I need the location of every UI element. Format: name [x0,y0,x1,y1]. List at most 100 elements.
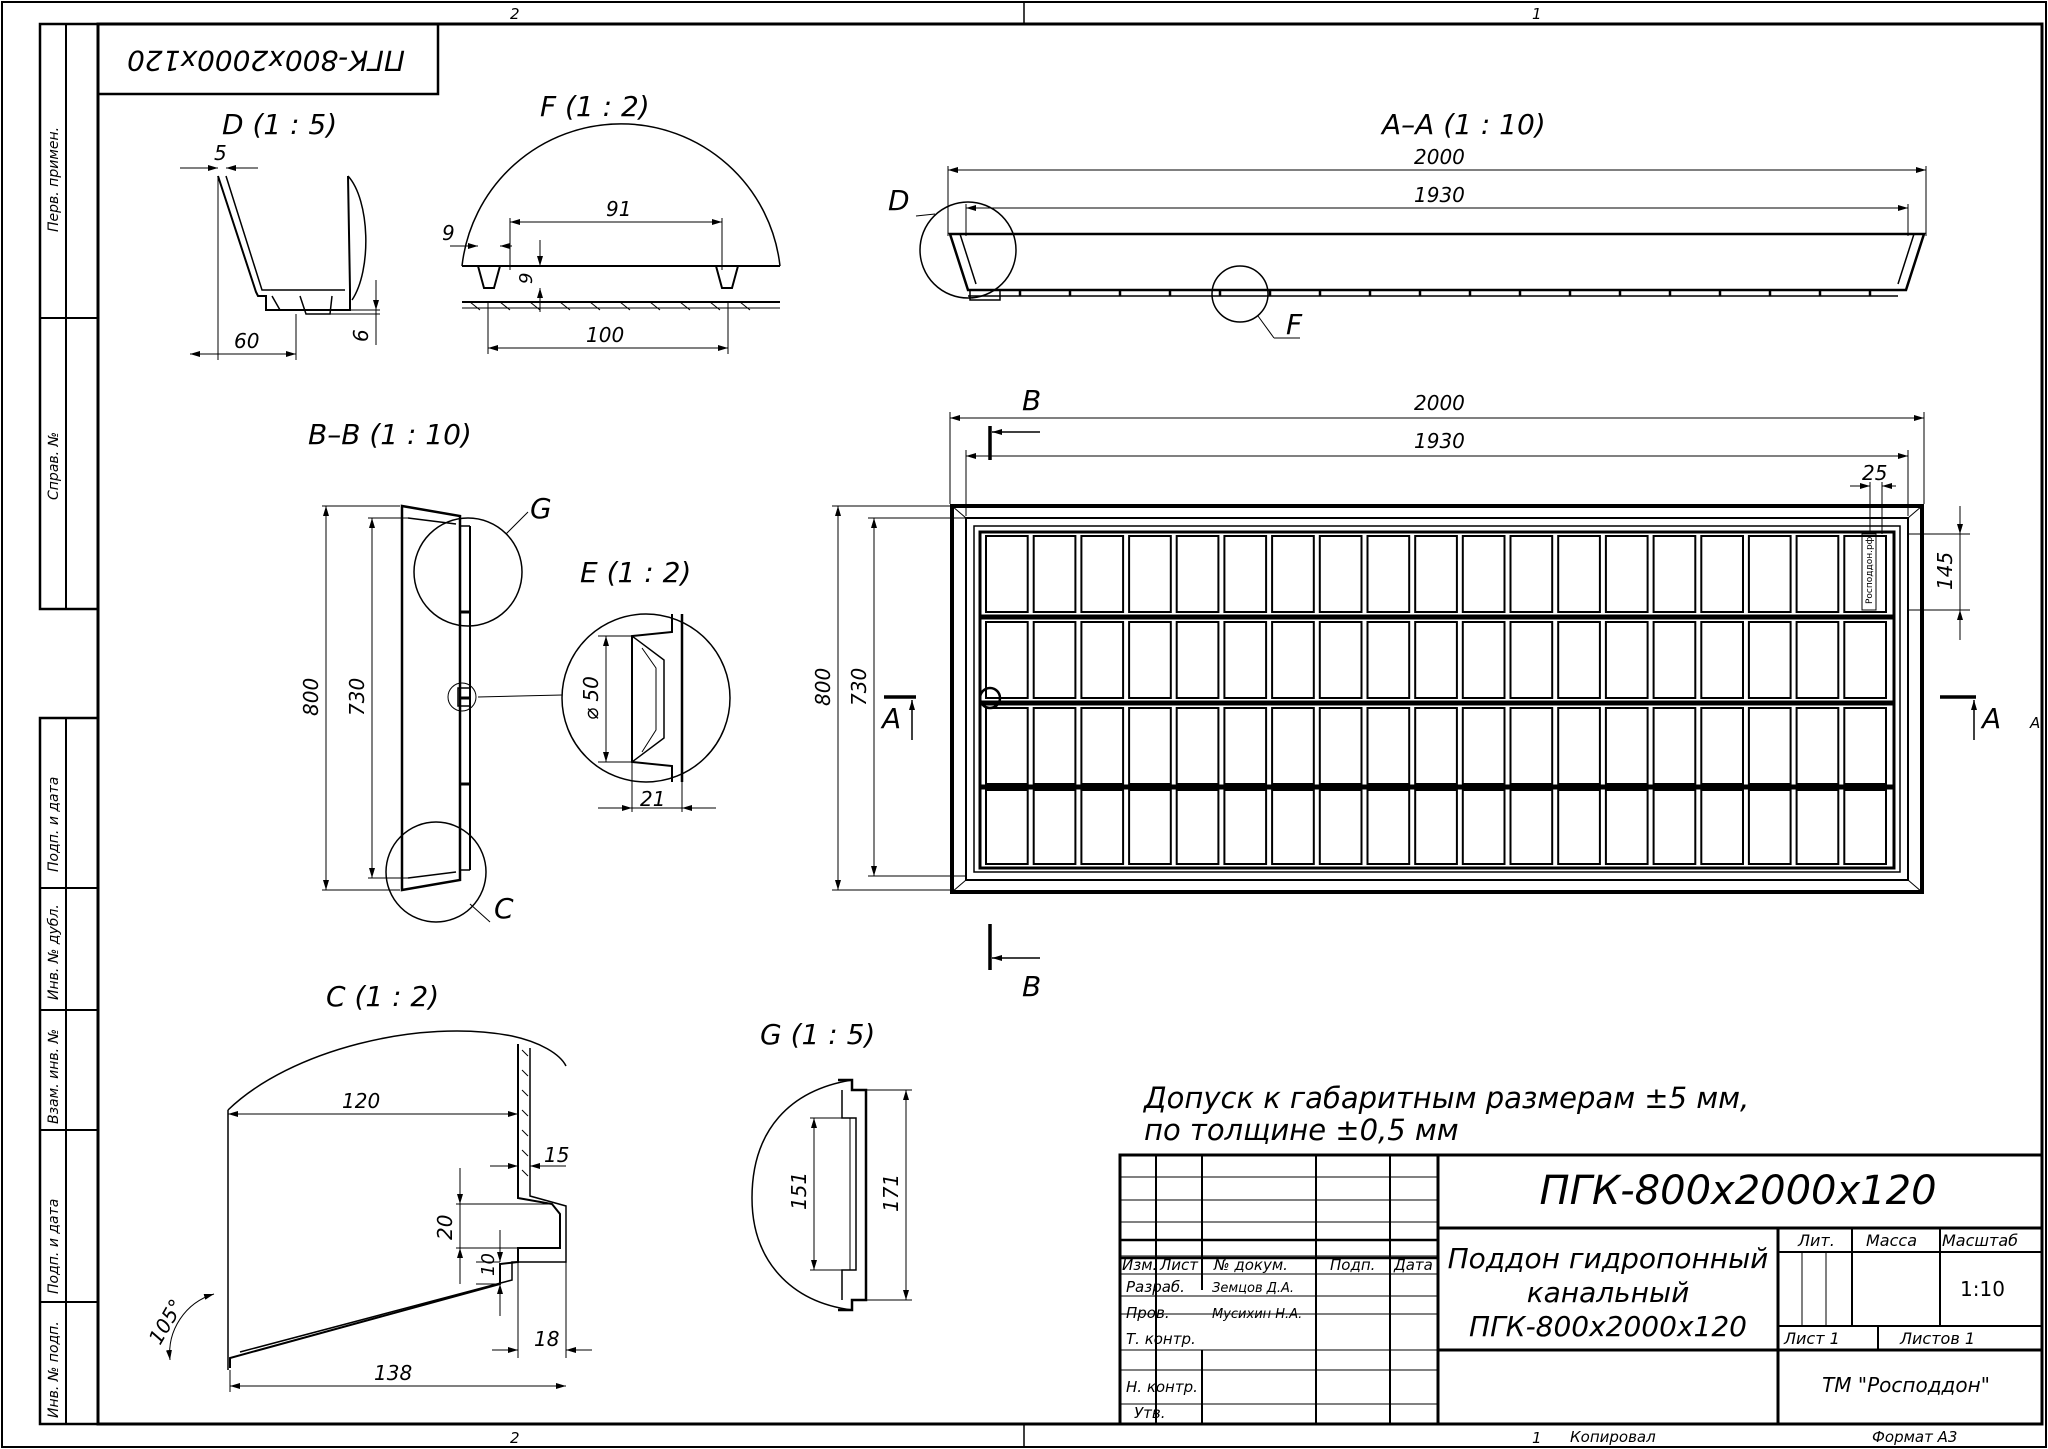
side-columns: Перв. примен. Справ. № Подп. и дата Инв.… [38,22,100,1426]
format-label: Формат А3 [1872,1428,1957,1446]
side-label-podp-data-1: Подп. и дата [46,777,62,872]
side-label-podp-data-2: Подп. и дата [46,1199,62,1294]
grid-cell [1175,789,1220,865]
grid-cell [1795,535,1840,613]
grid-cell [1032,535,1077,613]
grid-cell [1080,621,1125,699]
callout-g: G [530,492,552,525]
grid-cell [1414,535,1458,613]
dim-aa-1930: 1930 [1414,183,1465,207]
grid-cell [1652,621,1697,699]
dim-d-60: 60 [234,329,259,353]
tb-col-list: Лист [1159,1256,1199,1274]
tb-lit: Лит. [1797,1231,1835,1250]
detail-f: F (1 : 2) 91 9 9 100 [442,90,781,354]
grid-cell [1557,707,1601,785]
grid-cell [1604,535,1649,613]
zone-label-top-right: 1 [1532,5,1542,23]
tb-row-razrab: Разраб. [1126,1278,1185,1296]
grid-cell [1461,707,1506,785]
grid-cell [985,789,1029,865]
dim-bb-800: 800 [299,678,323,716]
side-label-perv-primen: Перв. примен. [46,127,62,232]
dim-c-105: 105° [144,1295,189,1349]
dim-plan-2000: 2000 [1414,391,1465,415]
dim-e-21: 21 [640,787,665,811]
rotated-title-box: ПГК-800x2000x120 [96,22,440,96]
grid-cell [1843,535,1888,613]
side-label-sprav: Справ. № [46,432,62,500]
grid-cell [1128,535,1172,613]
grid-cell [1414,789,1458,865]
dim-plan-145: 145 [1933,552,1957,590]
side-label-vzam-inv: Взам. инв. № [46,1029,62,1124]
plan-view: 2000 1930 25 145 800 730 [811,384,2001,1003]
dim-f-91: 91 [606,197,631,221]
side-label-inv-podp: Инв. № подп. [46,1321,62,1418]
grid-cell [985,535,1029,613]
dim-c-10: 10 [478,1253,499,1276]
grid-cell [1795,789,1840,865]
grid-cell [1271,789,1315,865]
dim-plan-25: 25 [1862,461,1887,485]
grid-cell [1223,707,1268,785]
grid-cell [1557,621,1601,699]
grid-cell [1700,535,1745,613]
grid-cell [1604,789,1649,865]
dim-g-171: 171 [879,1174,903,1212]
grid-cell [1128,789,1172,865]
dim-d-5: 5 [214,141,227,165]
zone-label-bottom-right: 1 [1532,1429,1542,1447]
tb-razrab-name: Земцов Д.А. [1212,1281,1294,1296]
side-label-inv-dubl: Инв. № дубл. [46,904,62,1000]
grid-cell [1700,789,1745,865]
tb-name-line-1: Поддон гидропонный [1448,1242,1769,1275]
grid-cell [1318,789,1363,865]
grid-cell [1461,621,1506,699]
dim-plan-730: 730 [847,668,871,706]
grid-cell [1080,707,1125,785]
grid-cell [1271,707,1315,785]
dim-f-9a: 9 [442,221,455,245]
tb-row-prov: Пров. [1126,1304,1170,1322]
grid-cell [1223,621,1268,699]
rotated-title: ПГК-800x2000x120 [127,44,405,77]
grid-cell [1414,621,1458,699]
detail-g-title: G (1 : 5) [760,1018,875,1051]
tb-sheet: Лист 1 [1783,1329,1840,1348]
dim-c-120: 120 [342,1089,380,1113]
grid-cell [1318,707,1363,785]
grid-cell [1557,789,1601,865]
tb-row-utv: Утв. [1134,1404,1166,1422]
tb-name-line-2: канальный [1527,1276,1690,1309]
section-aa-title: A–A (1 : 10) [1380,108,1546,141]
tb-scale: 1:10 [1960,1277,2005,1301]
grid-cell [1652,707,1697,785]
tb-row-tkontr: Т. контр. [1126,1330,1196,1348]
detail-d: D (1 : 5) 5 60 6 [180,108,380,360]
detail-f-title: F (1 : 2) [540,90,650,123]
tb-prov-name: Мусихин Н.А. [1212,1307,1302,1322]
grid-cell [1223,535,1268,613]
section-marker-b-bottom: B [1022,970,1041,1003]
dim-bb-730: 730 [345,678,369,716]
grid-cell [1080,535,1125,613]
grid-cell [1604,621,1649,699]
title-block: Изм. Лист № докум. Подп. Дата Разраб. Зе… [1118,1153,2044,1426]
grid-cell [1747,621,1792,699]
section-aa: A–A (1 : 10) 2000 1930 D F [888,108,1927,341]
callout-f: F [1286,308,1303,341]
grid-cell [1175,621,1220,699]
dim-c-138: 138 [374,1361,412,1385]
grid-cell [1700,621,1745,699]
grid-cell [1843,707,1888,785]
grid-cell [1795,707,1840,785]
detail-c-title: C (1 : 2) [326,980,439,1013]
dim-c-20: 20 [433,1215,457,1240]
grid-cell [985,707,1029,785]
grid-cell [1747,789,1792,865]
detail-d-title: D (1 : 5) [222,108,337,141]
tb-col-izm: Изм. [1122,1256,1157,1274]
